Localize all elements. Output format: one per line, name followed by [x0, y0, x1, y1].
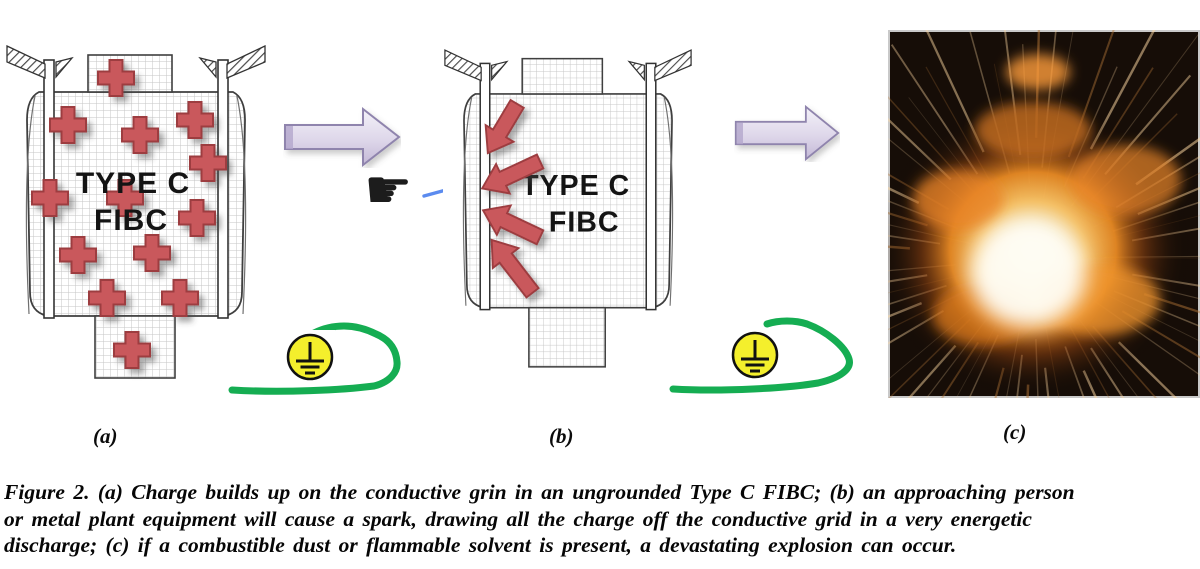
- ground-wire-scribble: [669, 317, 853, 394]
- bag-b-label-line1: TYPE C: [521, 170, 630, 202]
- discharge-arrow-icon: [484, 98, 526, 155]
- discharge-arrow-icon: [481, 204, 545, 246]
- ground-assembly-a: [228, 322, 401, 395]
- caption-line-1: Figure 2. (a) Charge builds up on the co…: [4, 480, 1075, 504]
- discharge-arrow-icons: [480, 98, 545, 299]
- fibc-bag-a-diagram: TYPE C FIBC: [5, 40, 267, 382]
- fibc-bag-b-diagram: TYPE C FIBC: [443, 44, 693, 371]
- explosion-image: [888, 30, 1200, 398]
- caption-line-2: or metal plant equipment will cause a sp…: [4, 506, 1032, 531]
- bag-a-label-line1: TYPE C: [76, 167, 190, 200]
- process-arrow-2-icon: [734, 104, 840, 162]
- pointing-hand-icon: ☛: [364, 158, 413, 221]
- panel-b-label: (b): [549, 424, 574, 448]
- figure-caption: Figure 2. (a) Charge builds up on the co…: [4, 479, 1164, 559]
- earth-ground-icon: [283, 328, 337, 386]
- panel-c-label: (c): [1003, 420, 1027, 444]
- bag-a-label-line2: FIBC: [94, 204, 168, 237]
- bag-b-label-line2: FIBC: [549, 206, 620, 238]
- panel-a-label: (a): [93, 424, 118, 448]
- discharge-arrow-icon: [480, 153, 545, 195]
- caption-line-3: discharge; (c) if a combustible dust or …: [4, 533, 957, 557]
- explosion-white-core: [970, 219, 1086, 327]
- earth-ground-icon: [728, 326, 782, 384]
- ground-wire-scribble: [228, 322, 401, 395]
- discharge-arrow-icon: [490, 238, 540, 299]
- ground-assembly-b: [669, 317, 853, 394]
